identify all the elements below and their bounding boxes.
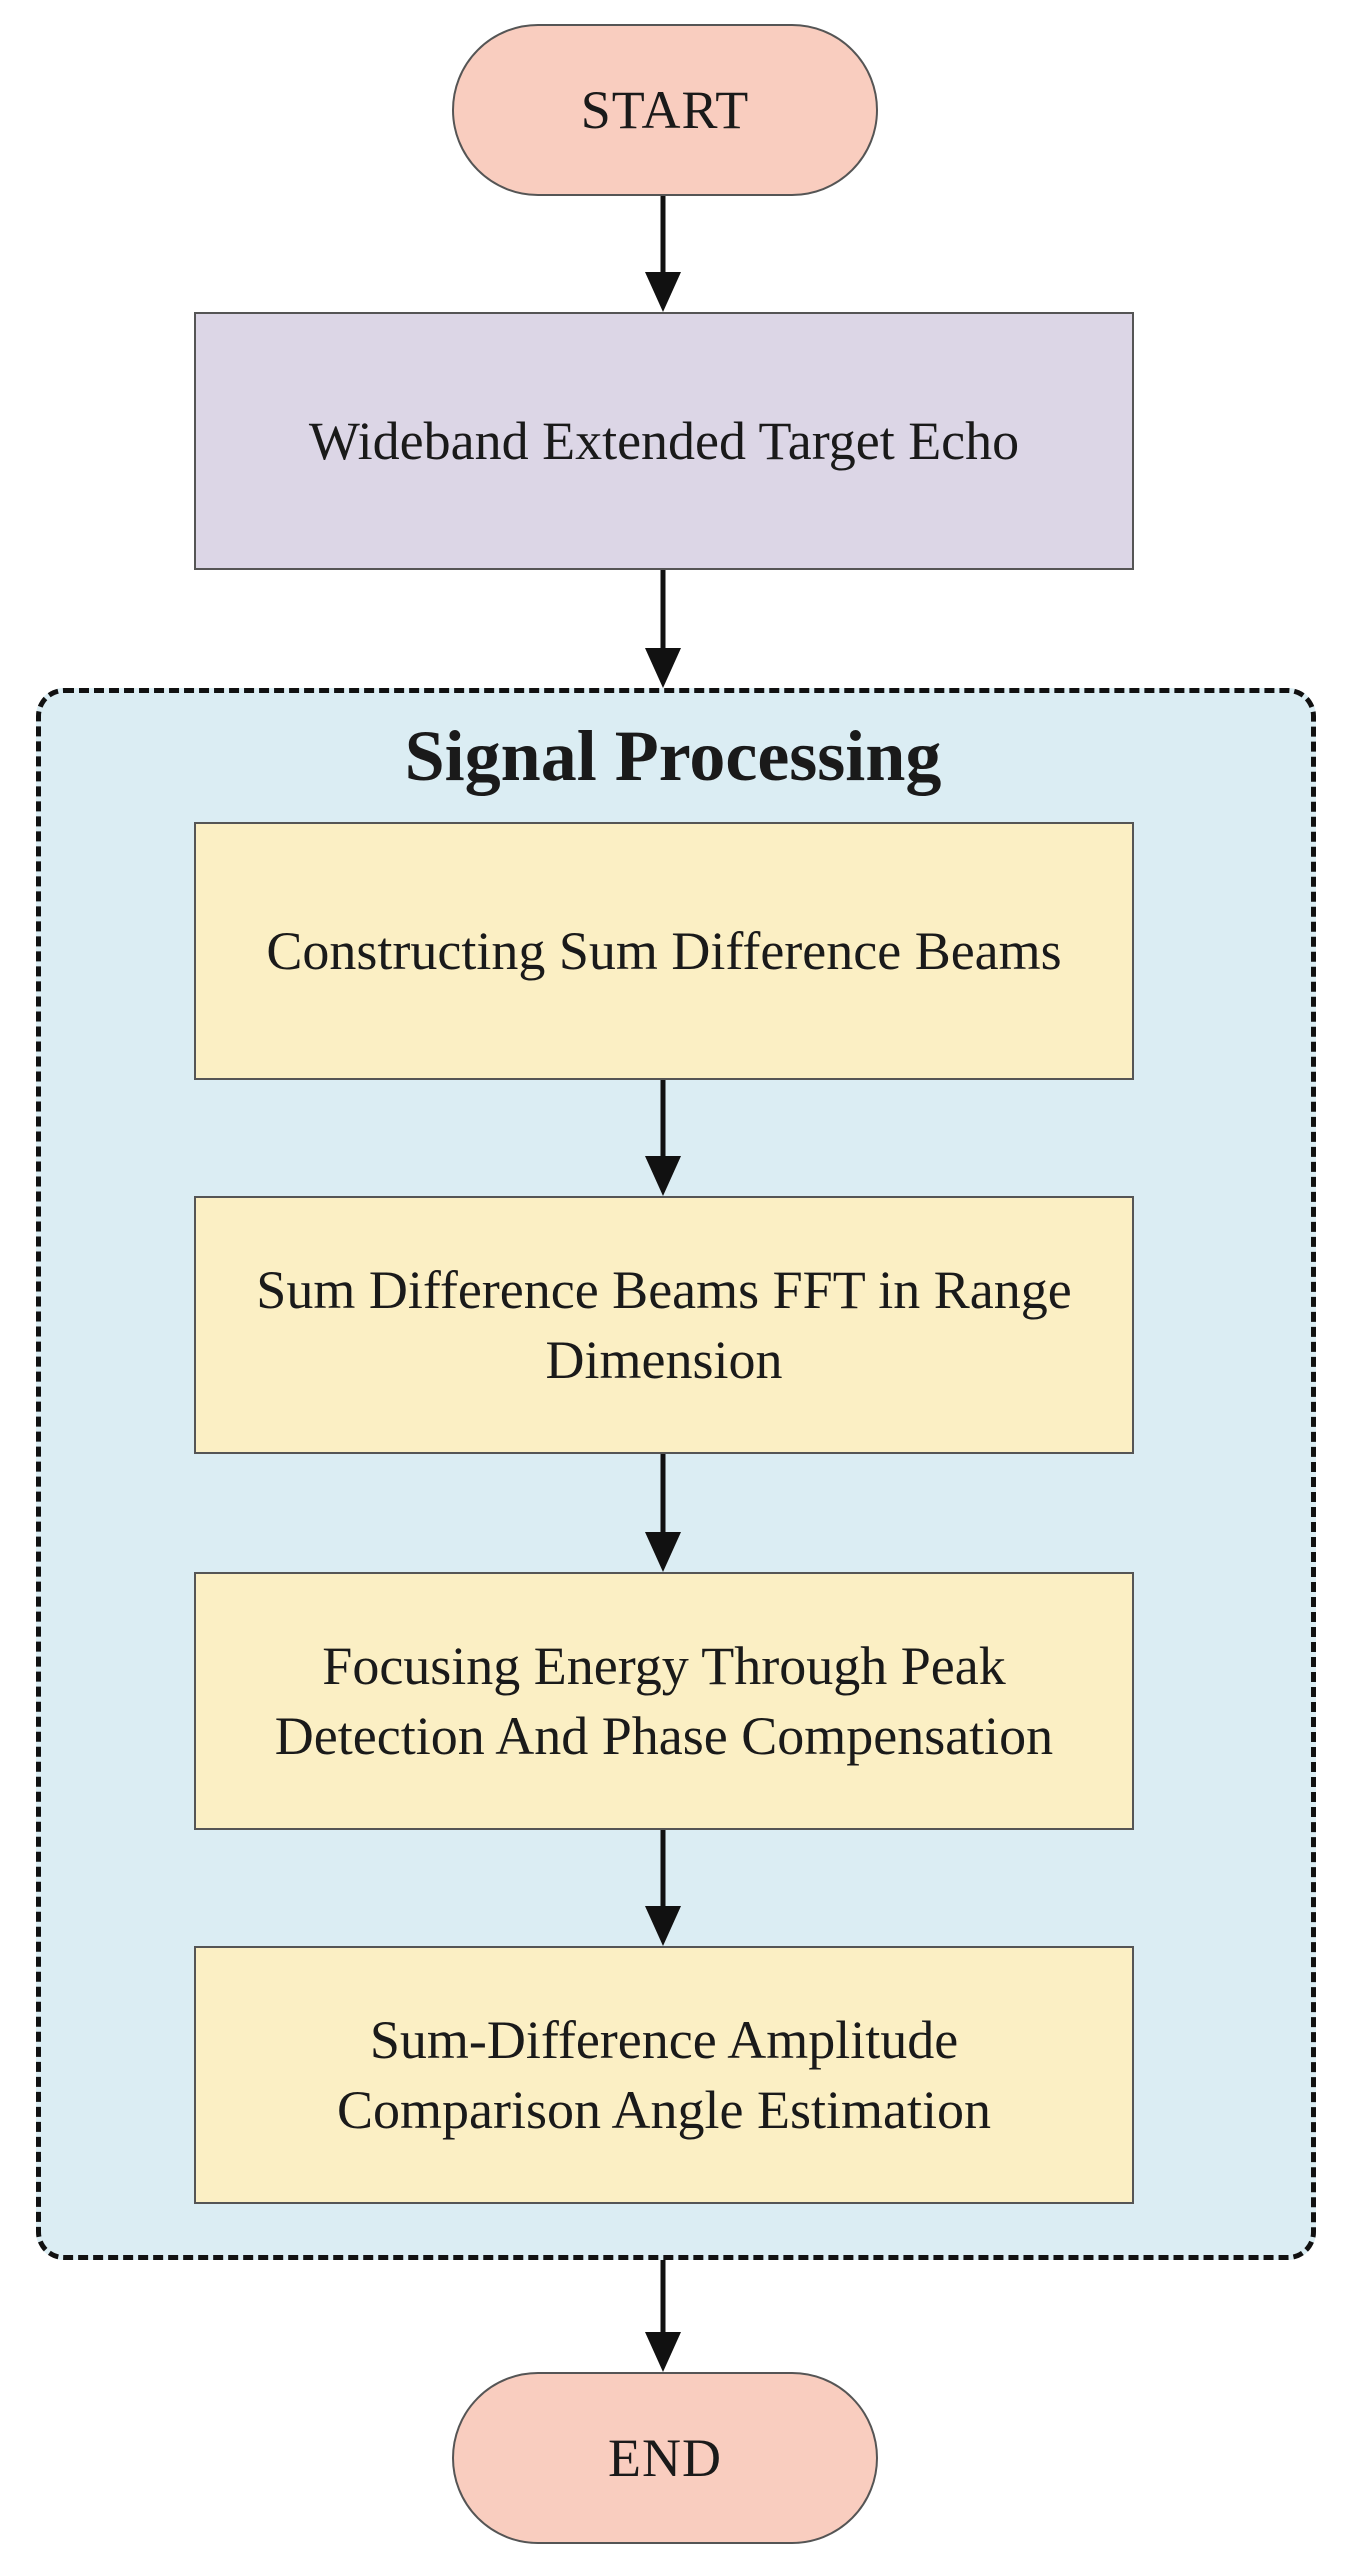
step-focusing-energy-line1: Focusing Energy Through Peak — [322, 1635, 1006, 1696]
arrowhead-step2-to-step3 — [645, 1532, 681, 1572]
step-angle-estimation-line2: Comparison Angle Estimation — [337, 2080, 991, 2140]
step-fft-range-line2: Dimension — [545, 1330, 783, 1390]
end-node: END — [452, 2372, 878, 2544]
arrowhead-start-to-echo — [645, 272, 681, 312]
step-construct-beams: Constructing Sum Difference Beams — [194, 822, 1134, 1080]
arrowhead-step3-to-step4 — [645, 1906, 681, 1946]
step-fft-range-line1: Sum Difference Beams FFT in Range — [256, 1259, 1072, 1320]
step-angle-estimation: Sum-Difference Amplitude Comparison Angl… — [194, 1946, 1134, 2204]
step-focusing-energy-line2: Detection And Phase Compensation — [274, 1706, 1054, 1766]
step-fft-range: Sum Difference Beams FFT in Range Dimens… — [194, 1196, 1134, 1454]
step-focusing-energy: Focusing Energy Through Peak Detection A… — [194, 1572, 1134, 1830]
start-node: START — [452, 24, 878, 196]
step-angle-estimation-line1: Sum-Difference Amplitude — [369, 2009, 959, 2070]
arrowhead-group-to-end — [645, 2332, 681, 2372]
group-title: Signal Processing — [404, 716, 942, 796]
echo-node: Wideband Extended Target Echo — [194, 312, 1134, 570]
arrowhead-step1-to-step2 — [645, 1156, 681, 1196]
arrowhead-echo-to-group — [645, 648, 681, 688]
